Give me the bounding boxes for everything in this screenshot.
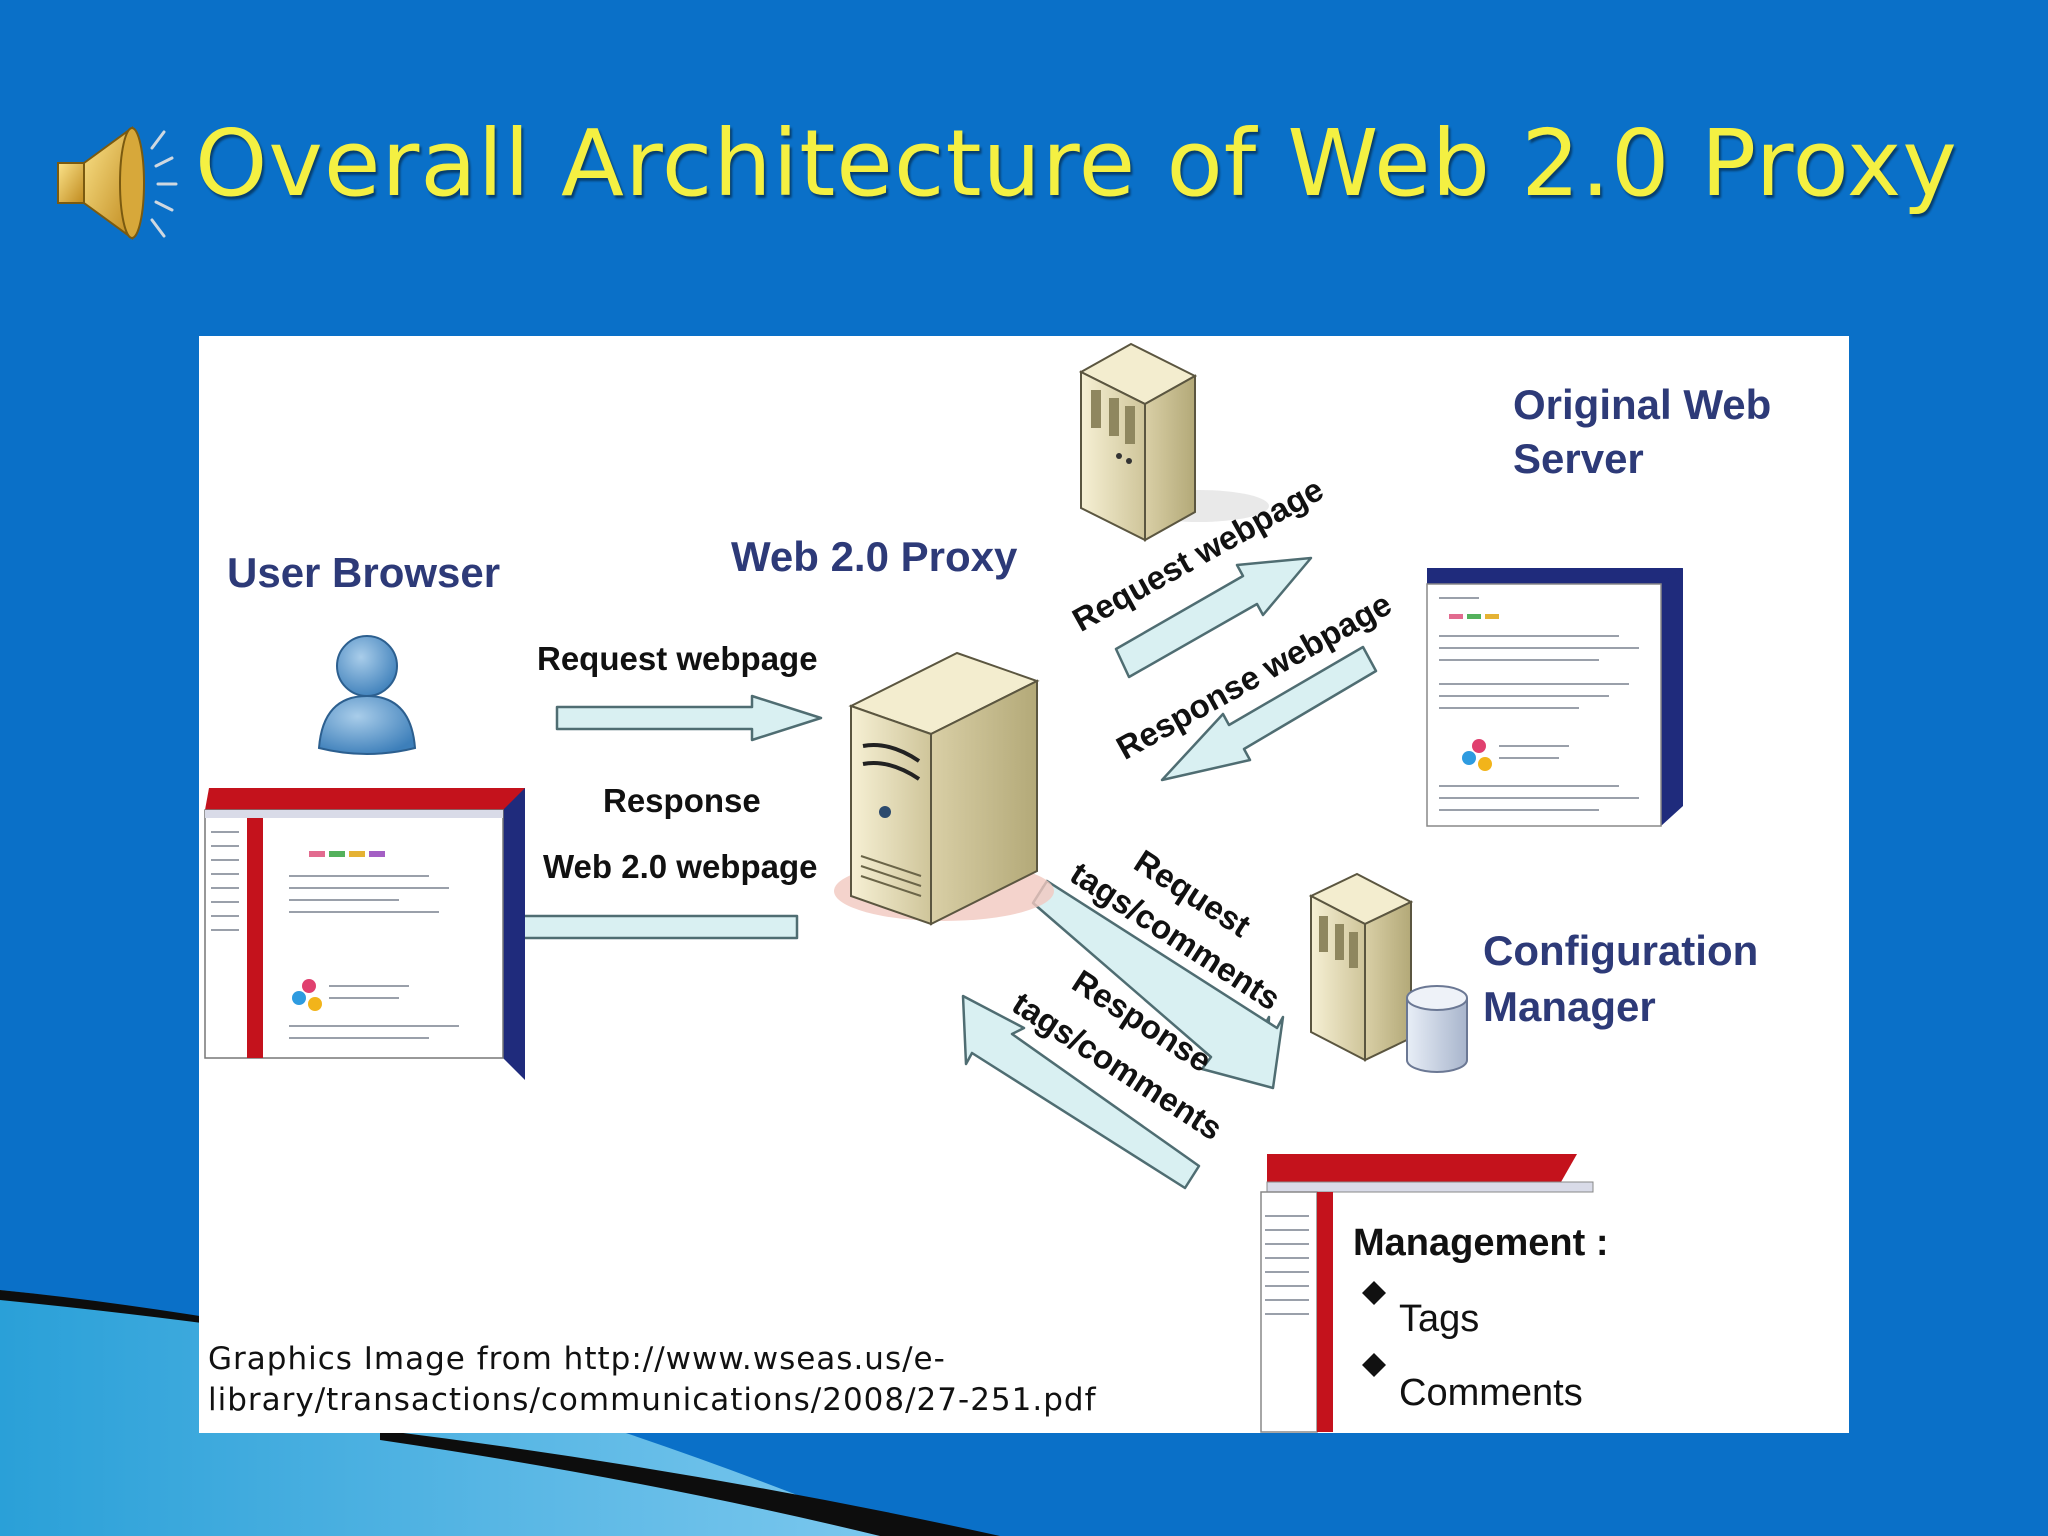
arrow-browser-request: [555, 694, 823, 742]
arrow-server-response: [1160, 645, 1378, 782]
management-title: Management :: [1353, 1222, 1609, 1264]
label-browser-response-line2: Web 2.0 webpage: [543, 848, 818, 885]
label-origin-server-line1: Original Web: [1513, 381, 1772, 428]
user-icon: [317, 635, 417, 755]
label-browser-request: Request webpage: [537, 640, 818, 677]
configuration-manager-icon: [1308, 872, 1414, 1062]
label-config-manager-line1: Configuration: [1483, 927, 1759, 974]
response-webpage-icon: [1426, 568, 1683, 827]
arrow-config-request-shape: [1031, 879, 1285, 1090]
label-browser-response-line1: Response: [603, 782, 761, 819]
management-item-tags: Tags: [1399, 1298, 1480, 1340]
image-source-caption: Graphics Image from http://www.wseas.us/…: [208, 1339, 1096, 1421]
origin-server-icon: [1078, 342, 1269, 542]
architecture-diagram: User Browser Web 2.0 Proxy Original Web …: [199, 336, 1849, 1433]
speaker-icon[interactable]: [52, 118, 182, 248]
arrow-server-request: [1114, 556, 1313, 679]
proxy-server-icon: [834, 651, 1054, 926]
browser-window-icon: [204, 788, 525, 1080]
management-window-icon: [1260, 1154, 1594, 1433]
management-item-comments: Comments: [1399, 1372, 1583, 1414]
caption-line1: Graphics Image from http://www.wseas.us/…: [208, 1341, 946, 1377]
slide-title: Overall Architecture of Web 2.0 Proxy: [195, 110, 1958, 217]
arrow-config-response-shape: [961, 994, 1201, 1190]
label-user-browser: User Browser: [227, 549, 501, 596]
label-proxy: Web 2.0 Proxy: [731, 533, 1018, 580]
label-origin-server-line2: Server: [1513, 435, 1644, 482]
caption-line2: library/transactions/communications/2008…: [208, 1382, 1097, 1418]
label-config-manager-line2: Manager: [1483, 983, 1656, 1030]
database-icon: [1406, 985, 1468, 1073]
